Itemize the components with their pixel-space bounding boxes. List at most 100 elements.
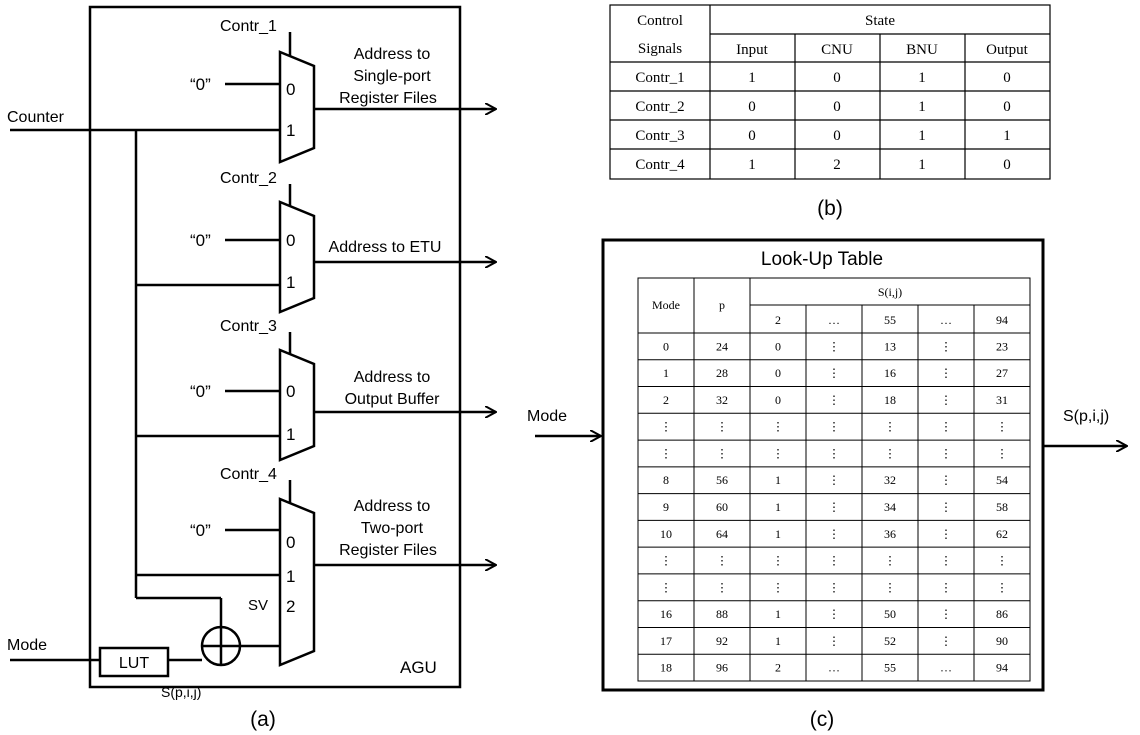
panel-c: Look-Up Table Mode S(p,i,j) Mode p S(i,j… (527, 238, 1127, 731)
lut-cell-r7-c2: 1 (775, 527, 781, 541)
state-row-1-output: 0 (1003, 70, 1011, 86)
caption-a: (a) (250, 708, 276, 731)
lut-cell-r4-c6: ⋮ (996, 446, 1008, 460)
mux-2 (278, 200, 316, 314)
lut-cell-r3-c5: ⋮ (940, 420, 952, 434)
panel-a-text: Contr_1 “0” 0 1 Counter Address to Singl… (7, 18, 441, 731)
contr-1-label: Contr_1 (220, 18, 277, 35)
lut-cell-r1-c0: 1 (663, 366, 669, 380)
mux-2-input-1: 1 (286, 273, 295, 292)
lut-cell-r11-c1: 92 (716, 634, 728, 648)
agu-block (88, 5, 462, 689)
lut-cell-r0-c0: 0 (663, 339, 669, 353)
lut-cell-r11-c0: 17 (660, 634, 672, 648)
mux-4-input-0: 0 (286, 533, 295, 552)
caption-b: (b) (817, 197, 843, 220)
lut-cell-r0-c2: 0 (775, 339, 781, 353)
lut-cell-r8-c4: ⋮ (884, 554, 896, 568)
lut-cell-r1-c1: 28 (716, 366, 728, 380)
lut-cell-r3-c3: ⋮ (828, 420, 840, 434)
caption-c: (c) (810, 708, 835, 731)
contr-4-label: Contr_4 (220, 466, 277, 483)
lut-cell-r9-c4: ⋮ (884, 580, 896, 594)
lut-cell-r9-c6: ⋮ (996, 580, 1008, 594)
state-row-4-input: 1 (748, 157, 756, 173)
lut-cell-r8-c6: ⋮ (996, 554, 1008, 568)
mux-4-output-line-2: Two-port (361, 520, 424, 537)
lut-row-lines (638, 359, 1030, 655)
lut-cell-r12-c1: 96 (716, 661, 728, 675)
lut-cell-r12-c6: 94 (996, 661, 1008, 675)
lut-cell-r4-c4: ⋮ (884, 446, 896, 460)
state-col-cnu: CNU (821, 42, 853, 58)
mode-label-a: Mode (7, 637, 47, 654)
panel-a (10, 5, 496, 689)
lut-cell-r8-c0: ⋮ (660, 554, 672, 568)
lut-cell-r5-c3: ⋮ (828, 473, 840, 487)
sv-label: SV (248, 597, 268, 614)
state-row-2-input: 0 (748, 99, 756, 115)
state-table-border (609, 4, 1051, 180)
lut-cell-r4-c1: ⋮ (716, 446, 728, 460)
lut-cell-r12-c3: … (828, 661, 840, 675)
lut-title: Look-Up Table (761, 249, 883, 270)
counter-label: Counter (7, 109, 65, 126)
mux-4-input-1: 1 (286, 567, 295, 586)
lut-cell-r4-c3: ⋮ (828, 446, 840, 460)
lut-cell-r2-c3: ⋮ (828, 393, 840, 407)
lut-cell-r7-c5: ⋮ (940, 527, 952, 541)
lut-cell-r7-c6: 62 (996, 527, 1008, 541)
lut-cell-r10-c0: 16 (660, 607, 672, 621)
lut-cell-r6-c1: 60 (716, 500, 728, 514)
lut-label: LUT (119, 655, 149, 672)
lut-s-col-2: … (828, 313, 840, 327)
lut-cell-r9-c3: ⋮ (828, 580, 840, 594)
lut-block (98, 646, 170, 678)
state-row-3-signal: Contr_3 (635, 128, 684, 144)
lut-cell-r0-c1: 24 (716, 339, 728, 353)
lut-s-col-3: 55 (884, 313, 896, 327)
lut-cell-r1-c4: 16 (884, 366, 896, 380)
lut-cell-r7-c1: 64 (716, 527, 728, 541)
state-row-4-bnu: 1 (918, 157, 926, 173)
lut-cell-r11-c4: 52 (884, 634, 896, 648)
lut-cell-r3-c0: ⋮ (660, 420, 672, 434)
lut-s-col-1: 2 (775, 313, 781, 327)
panel-b: Control Signals State Input CNU BNU Outp… (609, 4, 1051, 220)
mux-3 (278, 348, 316, 462)
lut-cell-r7-c0: 10 (660, 527, 672, 541)
lut-table-grid (637, 277, 1031, 682)
lut-cell-r1-c3: ⋮ (828, 366, 840, 380)
lut-cell-r5-c4: 32 (884, 473, 896, 487)
mux-3-input-1: 1 (286, 425, 295, 444)
lut-cell-r2-c0: 2 (663, 393, 669, 407)
lut-cell-r10-c4: 50 (884, 607, 896, 621)
state-row-2-signal: Contr_2 (635, 99, 684, 115)
mux-1-input-1: 1 (286, 121, 295, 140)
lut-cell-r10-c5: ⋮ (940, 607, 952, 621)
mux-3-output-line-2: Output Buffer (345, 391, 441, 408)
state-row-2-bnu: 1 (918, 99, 926, 115)
lut-output-label-c: S(p,i,j) (1063, 408, 1109, 425)
state-row-3-cnu: 0 (833, 128, 841, 144)
lut-cell-r7-c3: ⋮ (828, 527, 840, 541)
lut-cell-r5-c6: 54 (996, 473, 1008, 487)
lut-cell-r1-c2: 0 (775, 366, 781, 380)
lut-cell-r12-c4: 55 (884, 661, 896, 675)
state-row-4-signal: Contr_4 (635, 157, 685, 173)
lut-output-label: S(p,i,j) (161, 684, 201, 700)
mux-1-output-line-1: Address to (354, 46, 431, 63)
state-col-output: Output (986, 42, 1029, 58)
lut-cell-r6-c2: 1 (775, 500, 781, 514)
lut-cell-r1-c5: ⋮ (940, 366, 952, 380)
mux-4-input-2: 2 (286, 597, 295, 616)
lut-cell-r4-c2: ⋮ (772, 446, 784, 460)
lut-header-p: p (719, 298, 725, 312)
lut-cell-r7-c4: 36 (884, 527, 896, 541)
lut-cell-r11-c6: 90 (996, 634, 1008, 648)
lut-outer-block (601, 238, 1045, 692)
state-row-3-output: 1 (1003, 128, 1011, 144)
state-row-1-signal: Contr_1 (635, 70, 684, 86)
